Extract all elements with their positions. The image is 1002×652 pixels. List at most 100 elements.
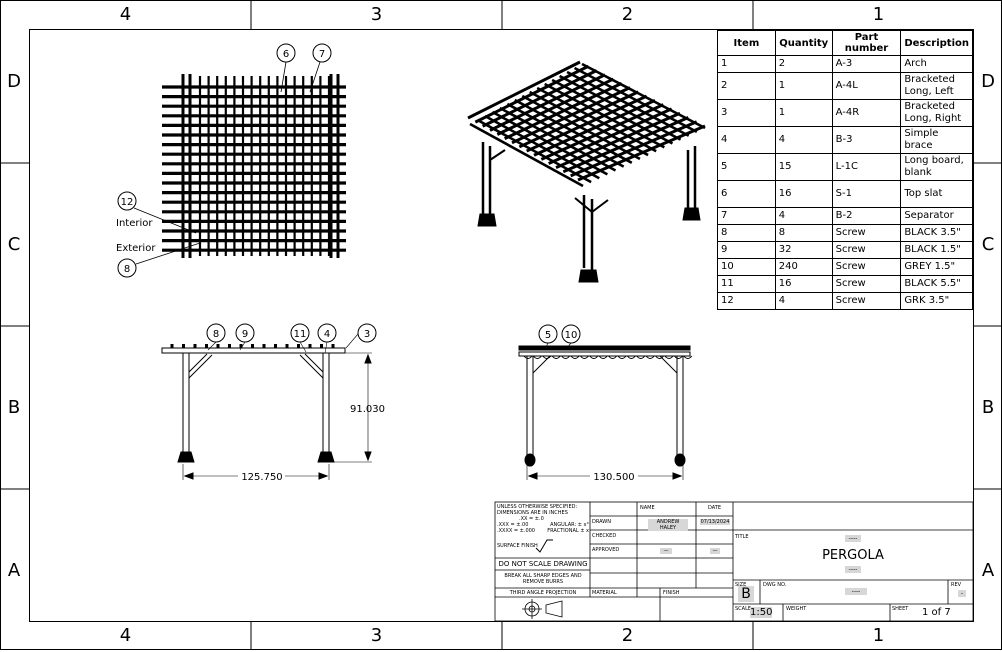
rev-label: REV <box>951 582 962 588</box>
balloon-top-7-label: 7 <box>319 49 325 60</box>
bom-header-quantity: Quantity <box>774 30 833 56</box>
tolerance-xx: .XX = ±.0 <box>519 516 544 522</box>
bom-cell: 4 <box>774 126 833 154</box>
bom-cell: 8 <box>774 224 833 242</box>
side-arch <box>570 355 580 359</box>
balloon-front-3 <box>357 323 377 343</box>
side-arch <box>664 355 674 359</box>
bom-cell: 4 <box>774 207 833 225</box>
balloon-front-8 <box>206 323 226 343</box>
approved-label: APPROVED <box>592 547 620 553</box>
tolerance-xxxx: .XXXX = ±.000 <box>497 528 535 534</box>
scale-value: 1:50 <box>750 607 773 618</box>
tolerance-note-line-2: DIMENSIONS ARE IN INCHES <box>497 510 568 516</box>
bom-cell: 12 <box>717 292 776 310</box>
name-header: NAME <box>640 505 655 511</box>
top-view-slats <box>162 76 346 256</box>
side-arch <box>683 355 693 359</box>
isometric-slats <box>467 60 706 188</box>
isometric-view <box>467 60 706 283</box>
sheet-label: SHEET <box>892 606 909 612</box>
sheet-number: 1 of 7 <box>922 607 951 618</box>
iso-slat-b <box>544 82 665 149</box>
tolerance-angular: ANGULAR: ± x° <box>550 522 589 528</box>
bom-cell: 7 <box>717 207 776 225</box>
iso-slat-b <box>491 110 609 176</box>
break-edges-note: BREAK ALL SHARP EDGES AND REMOVE BURRS <box>504 573 582 585</box>
bom-cell: A-3 <box>831 55 902 73</box>
bom-cell: 2 <box>774 55 833 73</box>
iso-slat-b <box>499 106 617 172</box>
side-arch <box>589 355 599 359</box>
front-view-slats <box>170 344 335 348</box>
side-arch <box>674 355 683 359</box>
bom-cell: 9 <box>717 241 776 259</box>
bom-cell: 8 <box>717 224 776 242</box>
balloon-front-11 <box>290 323 310 343</box>
bom-cell: Arch <box>900 55 973 73</box>
tolerance-xxx: .XXX = ±.00 <box>497 522 529 528</box>
bom-cell: 5 <box>717 153 776 181</box>
material-label: MATERIAL <box>592 590 617 596</box>
zone-col-1-bottom: 1 <box>872 625 885 646</box>
balloon-front-11-label: 11 <box>294 329 307 340</box>
bom-cell: GRK 3.5" <box>900 292 973 310</box>
balloon-side-5-label: 5 <box>545 330 551 341</box>
surface-finish-label: SURFACE FINISH <box>497 543 538 549</box>
bom-cell: 3 <box>717 99 776 127</box>
balloon-front-3-label: 3 <box>364 329 370 340</box>
bom-cell: BLACK 3.5" <box>900 224 973 242</box>
balloon-front-4-label: 4 <box>324 329 330 340</box>
date-header: DATE <box>708 505 722 511</box>
bom-cell: 1 <box>774 99 833 127</box>
side-arch <box>627 355 636 359</box>
weight-label: WEIGHT <box>786 606 807 612</box>
size-label: SIZE <box>735 582 747 588</box>
balloon-front-8-label: 8 <box>213 329 219 340</box>
dwg-no-label: DWG NO. <box>763 582 787 588</box>
zone-row-c-left: C <box>7 234 21 255</box>
bom-cell: B-2 <box>831 207 902 225</box>
bom-cell: BLACK 1.5" <box>900 241 973 259</box>
third-angle-projection-symbol <box>522 599 563 619</box>
bom-header-item: Item <box>717 30 776 56</box>
do-not-scale-note: DO NOT SCALE DRAWING <box>498 560 588 568</box>
dimension-side-width: 130.500 <box>593 472 634 483</box>
tolerance-note-line-1: UNLESS OTHERWISE SPECIFIED: <box>497 504 578 510</box>
surface-finish-symbol <box>535 539 553 553</box>
finish-label: FINISH <box>663 590 680 596</box>
bom-cell: B-3 <box>831 126 902 154</box>
title-block-frame <box>494 501 974 622</box>
balloon-side-10 <box>561 324 581 344</box>
bom-cell: 11 <box>717 275 776 293</box>
drawing-title: PERGOLA <box>822 548 884 563</box>
bom-cell: 4 <box>717 126 776 154</box>
dimension-height: 91.030 <box>350 404 385 415</box>
zone-col-2-bottom: 2 <box>621 625 634 646</box>
side-arch <box>533 355 542 359</box>
iso-slat-b <box>566 70 690 137</box>
drawn-label: DRAWN <box>592 519 611 525</box>
zone-row-d-left: D <box>7 71 21 92</box>
balloon-top-6 <box>276 43 296 63</box>
bom-cell: 4 <box>774 292 833 310</box>
approved-date: — <box>710 548 720 554</box>
bom-cell: 2 <box>717 72 776 100</box>
iso-slat-b <box>484 114 600 180</box>
bom-header-description: Description <box>900 30 973 56</box>
tolerance-fractional: FRACTIONAL ± x <box>547 528 589 534</box>
side-arch <box>655 355 664 359</box>
bom-cell: Screw <box>831 258 902 276</box>
balloon-front-4 <box>317 323 337 343</box>
dimension-front-width: 125.750 <box>241 472 282 483</box>
interior-label: Interior <box>116 218 153 229</box>
bom-header-part-number: Part number <box>831 30 902 56</box>
iso-slat-b <box>469 122 584 188</box>
